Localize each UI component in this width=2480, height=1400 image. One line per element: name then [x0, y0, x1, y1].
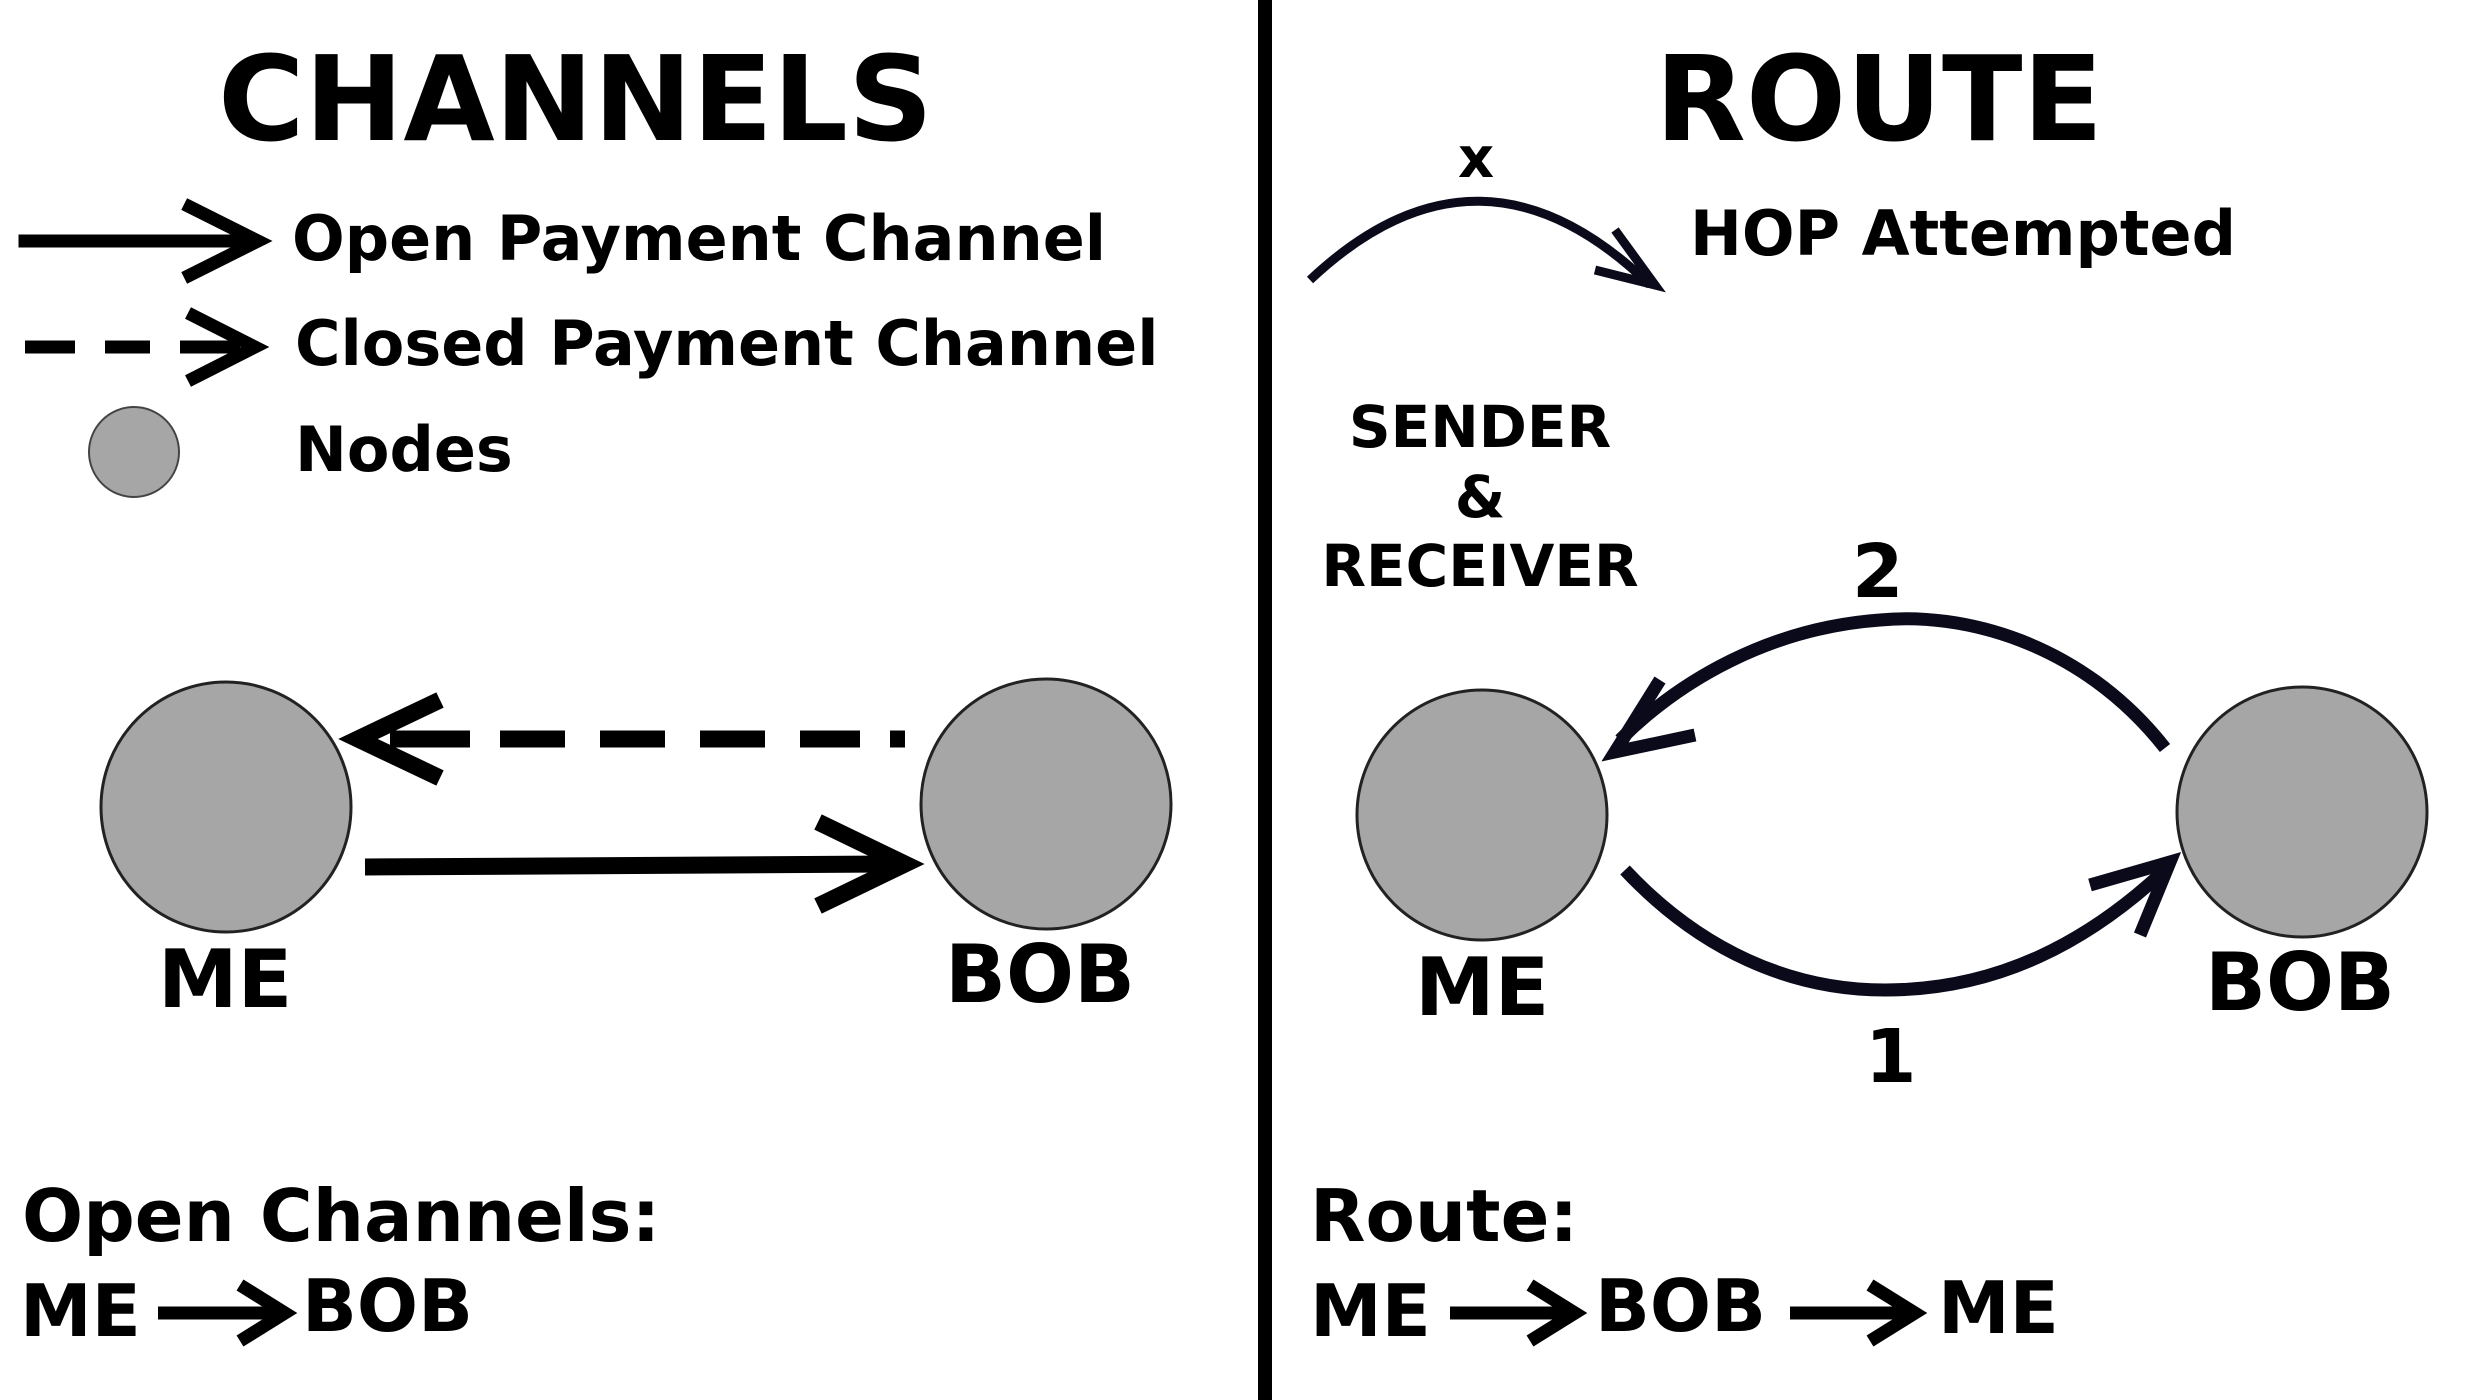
- route-arc-1: [1620, 852, 2182, 997]
- sender-receiver-label: SENDER & RECEIVER: [1300, 393, 1660, 602]
- sender-text: SENDER: [1348, 393, 1612, 461]
- route-title: ROUTE: [1655, 30, 2104, 168]
- hop-attempted-label: HOP Attempted: [1690, 197, 2236, 270]
- node-bob-right-label: BOB: [2205, 936, 2395, 1029]
- receiver-text: RECEIVER: [1321, 532, 1639, 601]
- open-channels-from: ME: [20, 1269, 141, 1353]
- route-arc-2: [1601, 612, 2171, 762]
- ampersand-text: &: [1454, 462, 1506, 531]
- node-me-right-label: ME: [1415, 941, 1550, 1034]
- node-me-left: [99, 680, 353, 934]
- open-channels-to: BOB: [302, 1264, 473, 1348]
- hop-mark: x: [1458, 126, 1495, 191]
- legend-nodes-label: Nodes: [295, 413, 513, 486]
- summary-arrow-right-2: [1790, 1279, 1928, 1347]
- open-channels-title: Open Channels:: [22, 1174, 661, 1258]
- summary-arrow-right-1: [1450, 1279, 1588, 1347]
- legend-hop-arc: [1306, 196, 1666, 293]
- node-me-right: [1355, 688, 1609, 942]
- summary-arrow-left: [158, 1279, 298, 1347]
- node-me-left-label: ME: [158, 933, 293, 1026]
- node-bob-right: [2175, 685, 2429, 939]
- legend-open-arrow: [18, 198, 273, 284]
- legend-node-icon: [88, 406, 180, 498]
- route-summary-node-3: ME: [1938, 1266, 2059, 1350]
- route-summary-title: Route:: [1310, 1174, 1579, 1258]
- node-bob-left: [919, 677, 1173, 931]
- route-summary-node-1: ME: [1310, 1269, 1431, 1353]
- legend-closed-label: Closed Payment Channel: [295, 307, 1159, 380]
- channels-title: CHANNELS: [218, 30, 933, 168]
- legend-closed-arrow: [25, 307, 270, 387]
- closed-channel-arrow: [338, 692, 905, 786]
- open-channel-arrow: [364, 814, 925, 914]
- node-bob-left-label: BOB: [945, 928, 1135, 1021]
- legend-open-label: Open Payment Channel: [292, 202, 1107, 275]
- route-summary-node-2: BOB: [1595, 1264, 1766, 1348]
- step-1-label: 1: [1865, 1014, 1917, 1100]
- step-2-label: 2: [1852, 529, 1904, 615]
